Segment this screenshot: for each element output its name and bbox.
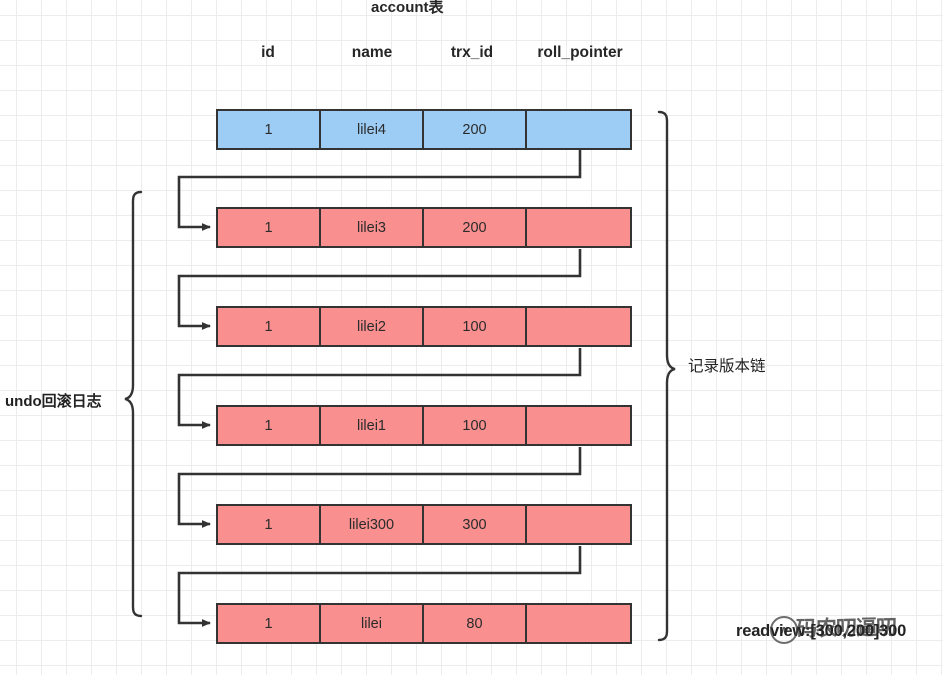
undo-log-bracket-label: undo回滚日志 [5, 393, 102, 410]
cell-trx-id: 300 [424, 506, 527, 543]
cell-id: 1 [218, 506, 321, 543]
right-brace [657, 110, 676, 642]
column-header-name: name [351, 44, 393, 61]
column-header-roll-pointer: roll_pointer [537, 44, 623, 61]
watermark-badge-icon: w [770, 616, 798, 644]
cell-trx-id: 100 [424, 308, 527, 345]
cell-name: lilei [321, 605, 424, 642]
cell-trx-id: 200 [424, 111, 527, 148]
cell-name: lilei2 [321, 308, 424, 345]
cell-roll-pointer [527, 506, 630, 543]
record-row-undo-3: 1 lilei1 100 [216, 405, 632, 446]
cell-name: lilei300 [321, 506, 424, 543]
cell-id: 1 [218, 308, 321, 345]
cell-id: 1 [218, 605, 321, 642]
record-row-current: 1 lilei4 200 [216, 109, 632, 150]
cell-roll-pointer [527, 407, 630, 444]
cell-name: lilei4 [321, 111, 424, 148]
cell-trx-id: 80 [424, 605, 527, 642]
cell-name: lilei3 [321, 209, 424, 246]
cell-name: lilei1 [321, 407, 424, 444]
watermark-text: 码农叨逼叨 [795, 616, 897, 641]
cell-trx-id: 100 [424, 407, 527, 444]
column-header-id: id [261, 44, 275, 61]
record-row-undo-1: 1 lilei3 200 [216, 207, 632, 248]
cell-id: 1 [218, 209, 321, 246]
record-row-undo-4: 1 lilei300 300 [216, 504, 632, 545]
cell-id: 1 [218, 407, 321, 444]
record-row-undo-2: 1 lilei2 100 [216, 306, 632, 347]
cell-roll-pointer [527, 605, 630, 642]
page-title: account表 [371, 0, 444, 16]
record-row-undo-5: 1 lilei 80 [216, 603, 632, 644]
cell-trx-id: 200 [424, 209, 527, 246]
column-header-trx-id: trx_id [450, 44, 494, 61]
cell-roll-pointer [527, 308, 630, 345]
cell-id: 1 [218, 111, 321, 148]
version-chain-bracket-label: 记录版本链 [688, 358, 766, 375]
cell-roll-pointer [527, 209, 630, 246]
cell-roll-pointer [527, 111, 630, 148]
left-brace [124, 190, 143, 618]
